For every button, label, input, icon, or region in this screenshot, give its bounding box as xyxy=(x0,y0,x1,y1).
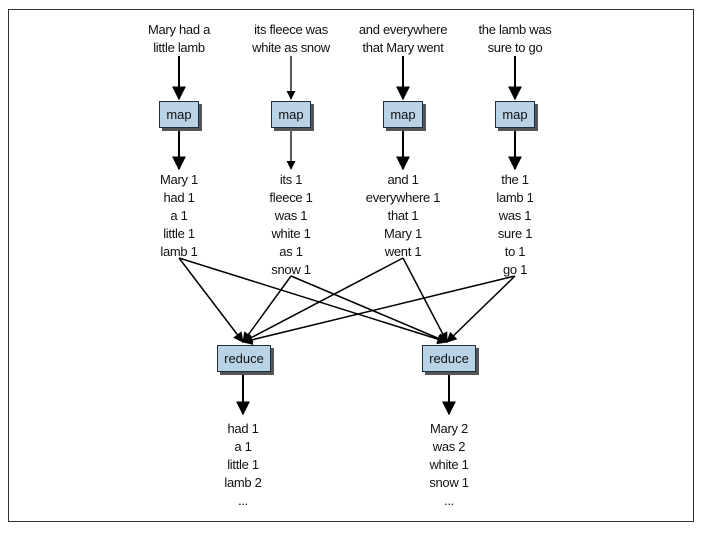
map-box-3: map xyxy=(383,101,423,128)
map-output-3: and 1 everywhere 1 that 1 Mary 1 went 1 xyxy=(365,171,441,261)
shuffle-arrow-4-right xyxy=(446,275,516,343)
kv-line: was 1 xyxy=(498,208,532,223)
shuffle-arrow-4-left xyxy=(241,275,516,345)
input-line: white as snow xyxy=(252,40,330,55)
shuffle-arrow-1-left xyxy=(178,257,244,343)
kv-line: ... xyxy=(238,493,248,508)
kv-line: fleece 1 xyxy=(269,190,313,205)
input-sentence-1: Mary had a little lamb xyxy=(148,21,210,57)
reduce-output-1: had 1 a 1 little 1 lamb 2 ... xyxy=(224,420,262,510)
kv-line: and 1 xyxy=(387,172,419,187)
input-sentence-3: and everywhere that Mary went xyxy=(358,21,448,57)
kv-line: lamb 2 xyxy=(224,475,262,490)
kv-line: its 1 xyxy=(279,172,303,187)
input-line: and everywhere xyxy=(358,22,448,37)
input-line: that Mary went xyxy=(362,40,444,55)
kv-line: had 1 xyxy=(163,190,195,205)
kv-line: was 1 xyxy=(274,208,308,223)
map-output-2: its 1 fleece 1 was 1 white 1 as 1 snow 1 xyxy=(269,171,312,279)
map-box-2: map xyxy=(271,101,311,128)
reduce-output-2: Mary 2 was 2 white 1 snow 1 ... xyxy=(429,420,469,510)
kv-line: a 1 xyxy=(234,439,252,454)
reduce-box-2: reduce xyxy=(422,345,476,372)
kv-line: little 1 xyxy=(163,226,195,241)
kv-line: Mary 2 xyxy=(430,421,468,436)
map-output-4: the 1 lamb 1 was 1 sure 1 to 1 go 1 xyxy=(496,171,534,279)
map-box-1: map xyxy=(159,101,199,128)
kv-line: to 1 xyxy=(504,244,526,259)
kv-line: had 1 xyxy=(227,421,259,436)
input-line: sure to go xyxy=(487,40,543,55)
kv-line: Mary 1 xyxy=(160,172,198,187)
kv-line: went 1 xyxy=(384,244,422,259)
kv-line: the 1 xyxy=(501,172,529,187)
reduce-box-1: reduce xyxy=(217,345,271,372)
kv-line: go 1 xyxy=(502,262,528,277)
kv-line: white 1 xyxy=(271,226,311,241)
input-line: Mary had a xyxy=(147,22,211,37)
input-line: little lamb xyxy=(153,40,205,55)
shuffle-arrow-3-left xyxy=(242,257,404,343)
kv-line: Mary 1 xyxy=(384,226,422,241)
kv-line: white 1 xyxy=(429,457,469,472)
kv-line: lamb 1 xyxy=(496,190,534,205)
shuffle-arrow-3-right xyxy=(402,257,448,343)
kv-line: that 1 xyxy=(387,208,419,223)
input-sentence-4: the lamb was sure to go xyxy=(479,21,552,57)
kv-line: snow 1 xyxy=(271,262,311,277)
kv-line: as 1 xyxy=(279,244,303,259)
shuffle-arrow-2-right xyxy=(290,275,448,344)
shuffle-arrow-2-left xyxy=(242,275,292,343)
kv-line: everywhere 1 xyxy=(365,190,441,205)
map-box-4: map xyxy=(495,101,535,128)
kv-line: was 2 xyxy=(432,439,466,454)
kv-line: a 1 xyxy=(170,208,188,223)
kv-line: sure 1 xyxy=(497,226,533,241)
kv-line: little 1 xyxy=(227,457,259,472)
diagram-frame xyxy=(8,9,694,522)
map-output-1: Mary 1 had 1 a 1 little 1 lamb 1 xyxy=(160,171,198,261)
kv-line: lamb 1 xyxy=(160,244,198,259)
input-sentence-2: its fleece was white as snow xyxy=(252,21,330,57)
input-line: the lamb was xyxy=(478,22,552,37)
input-line: its fleece was xyxy=(254,22,328,37)
kv-line: snow 1 xyxy=(429,475,469,490)
shuffle-arrow-1-right xyxy=(178,257,449,345)
kv-line: ... xyxy=(444,493,454,508)
